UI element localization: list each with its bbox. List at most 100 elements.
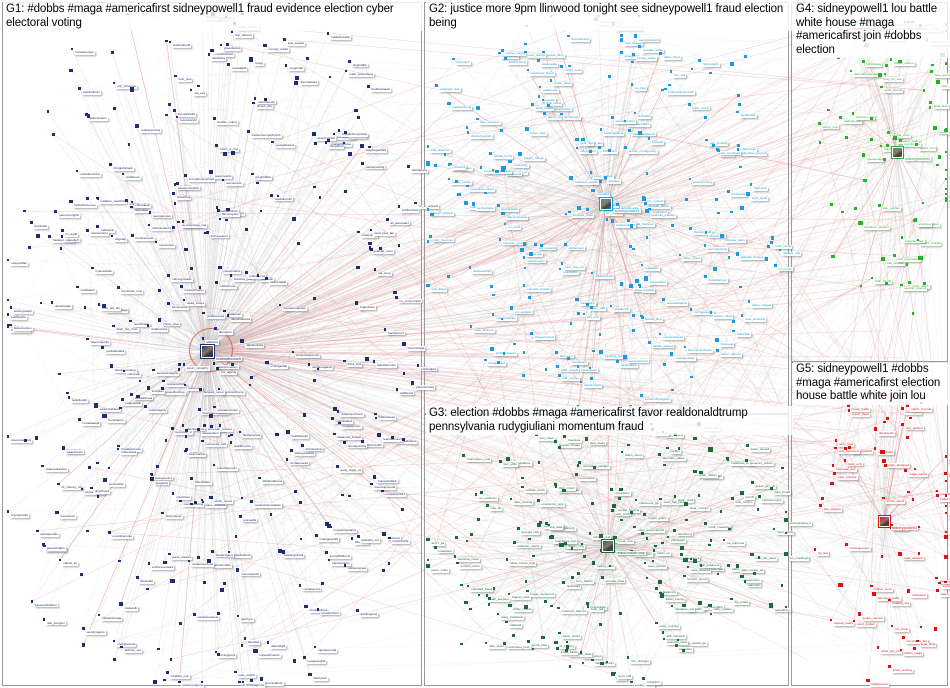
graph-vertex[interactable] bbox=[919, 625, 923, 629]
graph-vertex[interactable] bbox=[347, 152, 352, 157]
graph-vertex[interactable] bbox=[39, 301, 43, 305]
graph-vertex[interactable] bbox=[527, 640, 531, 643]
graph-vertex[interactable] bbox=[586, 604, 590, 608]
graph-vertex[interactable] bbox=[887, 664, 892, 669]
graph-vertex[interactable] bbox=[757, 556, 761, 559]
graph-vertex[interactable] bbox=[626, 443, 630, 447]
graph-vertex[interactable] bbox=[531, 103, 534, 106]
graph-vertex[interactable] bbox=[190, 267, 193, 270]
graph-vertex[interactable] bbox=[42, 618, 46, 621]
graph-vertex[interactable] bbox=[543, 112, 547, 115]
graph-vertex[interactable] bbox=[611, 504, 617, 509]
graph-vertex[interactable] bbox=[259, 677, 263, 681]
graph-vertex[interactable] bbox=[620, 51, 623, 54]
graph-vertex[interactable] bbox=[168, 40, 172, 44]
graph-vertex[interactable] bbox=[682, 574, 686, 578]
graph-vertex[interactable] bbox=[506, 457, 510, 461]
graph-vertex[interactable] bbox=[599, 128, 603, 131]
graph-vertex[interactable] bbox=[214, 143, 219, 148]
graph-vertex[interactable] bbox=[449, 162, 453, 166]
graph-vertex[interactable] bbox=[668, 83, 671, 87]
graph-vertex[interactable] bbox=[893, 254, 896, 258]
graph-vertex[interactable] bbox=[290, 448, 293, 452]
graph-vertex[interactable] bbox=[209, 495, 213, 500]
graph-vertex[interactable] bbox=[517, 152, 523, 157]
graph-vertex[interactable] bbox=[890, 523, 893, 527]
graph-vertex[interactable] bbox=[764, 257, 768, 261]
graph-vertex[interactable] bbox=[620, 450, 624, 454]
graph-vertex[interactable] bbox=[184, 174, 187, 177]
graph-vertex[interactable] bbox=[921, 201, 925, 205]
graph-vertex[interactable] bbox=[901, 423, 905, 426]
graph-vertex[interactable] bbox=[938, 581, 941, 585]
graph-vertex[interactable] bbox=[854, 207, 857, 210]
graph-vertex[interactable] bbox=[489, 151, 492, 155]
graph-vertex[interactable] bbox=[944, 168, 948, 172]
graph-vertex[interactable] bbox=[843, 459, 847, 462]
graph-vertex[interactable] bbox=[830, 481, 834, 485]
graph-vertex[interactable] bbox=[329, 525, 332, 529]
graph-vertex[interactable] bbox=[486, 503, 490, 507]
graph-vertex[interactable] bbox=[80, 487, 84, 491]
graph-vertex[interactable] bbox=[641, 196, 647, 201]
graph-vertex[interactable] bbox=[712, 266, 717, 272]
graph-vertex[interactable] bbox=[344, 190, 347, 193]
graph-vertex[interactable] bbox=[654, 544, 657, 548]
graph-vertex[interactable] bbox=[944, 192, 948, 196]
graph-vertex[interactable] bbox=[468, 266, 472, 269]
graph-vertex[interactable] bbox=[509, 306, 513, 310]
graph-vertex[interactable] bbox=[598, 180, 602, 183]
graph-vertex[interactable] bbox=[368, 247, 372, 251]
graph-vertex[interactable] bbox=[112, 81, 116, 85]
graph-vertex[interactable] bbox=[113, 107, 116, 110]
graph-vertex[interactable] bbox=[34, 436, 38, 440]
graph-vertex[interactable] bbox=[325, 551, 328, 555]
graph-vertex[interactable] bbox=[57, 482, 60, 486]
graph-vertex[interactable] bbox=[899, 283, 903, 287]
graph-vertex[interactable] bbox=[344, 69, 348, 73]
graph-vertex[interactable] bbox=[332, 132, 336, 136]
graph-vertex[interactable] bbox=[76, 285, 79, 289]
graph-vertex[interactable] bbox=[575, 473, 578, 476]
graph-vertex[interactable] bbox=[885, 281, 889, 285]
graph-vertex[interactable] bbox=[554, 440, 558, 444]
graph-vertex[interactable] bbox=[161, 387, 164, 390]
graph-vertex[interactable] bbox=[184, 449, 187, 453]
graph-vertex[interactable] bbox=[566, 34, 570, 38]
graph-vertex[interactable] bbox=[483, 191, 487, 195]
graph-vertex[interactable] bbox=[740, 575, 744, 579]
graph-vertex[interactable] bbox=[241, 680, 245, 684]
graph-vertex[interactable] bbox=[885, 64, 888, 68]
graph-vertex[interactable] bbox=[708, 447, 713, 452]
graph-vertex[interactable] bbox=[560, 262, 564, 266]
graph-vertex[interactable] bbox=[736, 93, 740, 97]
graph-vertex[interactable] bbox=[879, 85, 883, 89]
graph-vertex[interactable] bbox=[163, 560, 167, 564]
graph-vertex[interactable] bbox=[544, 368, 548, 371]
graph-vertex[interactable] bbox=[554, 485, 558, 489]
graph-vertex[interactable] bbox=[599, 534, 604, 539]
graph-vertex[interactable] bbox=[662, 298, 666, 301]
graph-vertex[interactable] bbox=[252, 101, 255, 105]
graph-vertex[interactable] bbox=[226, 314, 230, 317]
graph-vertex[interactable] bbox=[6, 258, 10, 262]
graph-vertex[interactable] bbox=[154, 240, 158, 244]
graph-vertex[interactable] bbox=[197, 428, 200, 431]
graph-vertex[interactable] bbox=[737, 102, 741, 107]
graph-vertex[interactable] bbox=[82, 627, 86, 630]
graph-vertex[interactable] bbox=[320, 582, 324, 585]
graph-vertex[interactable] bbox=[558, 373, 561, 377]
graph-vertex[interactable] bbox=[944, 511, 948, 515]
graph-vertex[interactable] bbox=[537, 461, 541, 464]
graph-vertex[interactable] bbox=[386, 218, 389, 221]
graph-vertex[interactable] bbox=[708, 71, 712, 75]
graph-vertex[interactable] bbox=[256, 181, 260, 185]
graph-vertex[interactable] bbox=[905, 435, 909, 439]
graph-vertex[interactable] bbox=[174, 74, 177, 78]
graph-vertex[interactable] bbox=[426, 145, 430, 149]
graph-vertex[interactable] bbox=[944, 199, 948, 202]
graph-vertex[interactable] bbox=[944, 534, 948, 538]
graph-vertex[interactable] bbox=[609, 488, 613, 491]
graph-vertex[interactable] bbox=[537, 95, 541, 98]
graph-vertex[interactable] bbox=[909, 416, 912, 420]
